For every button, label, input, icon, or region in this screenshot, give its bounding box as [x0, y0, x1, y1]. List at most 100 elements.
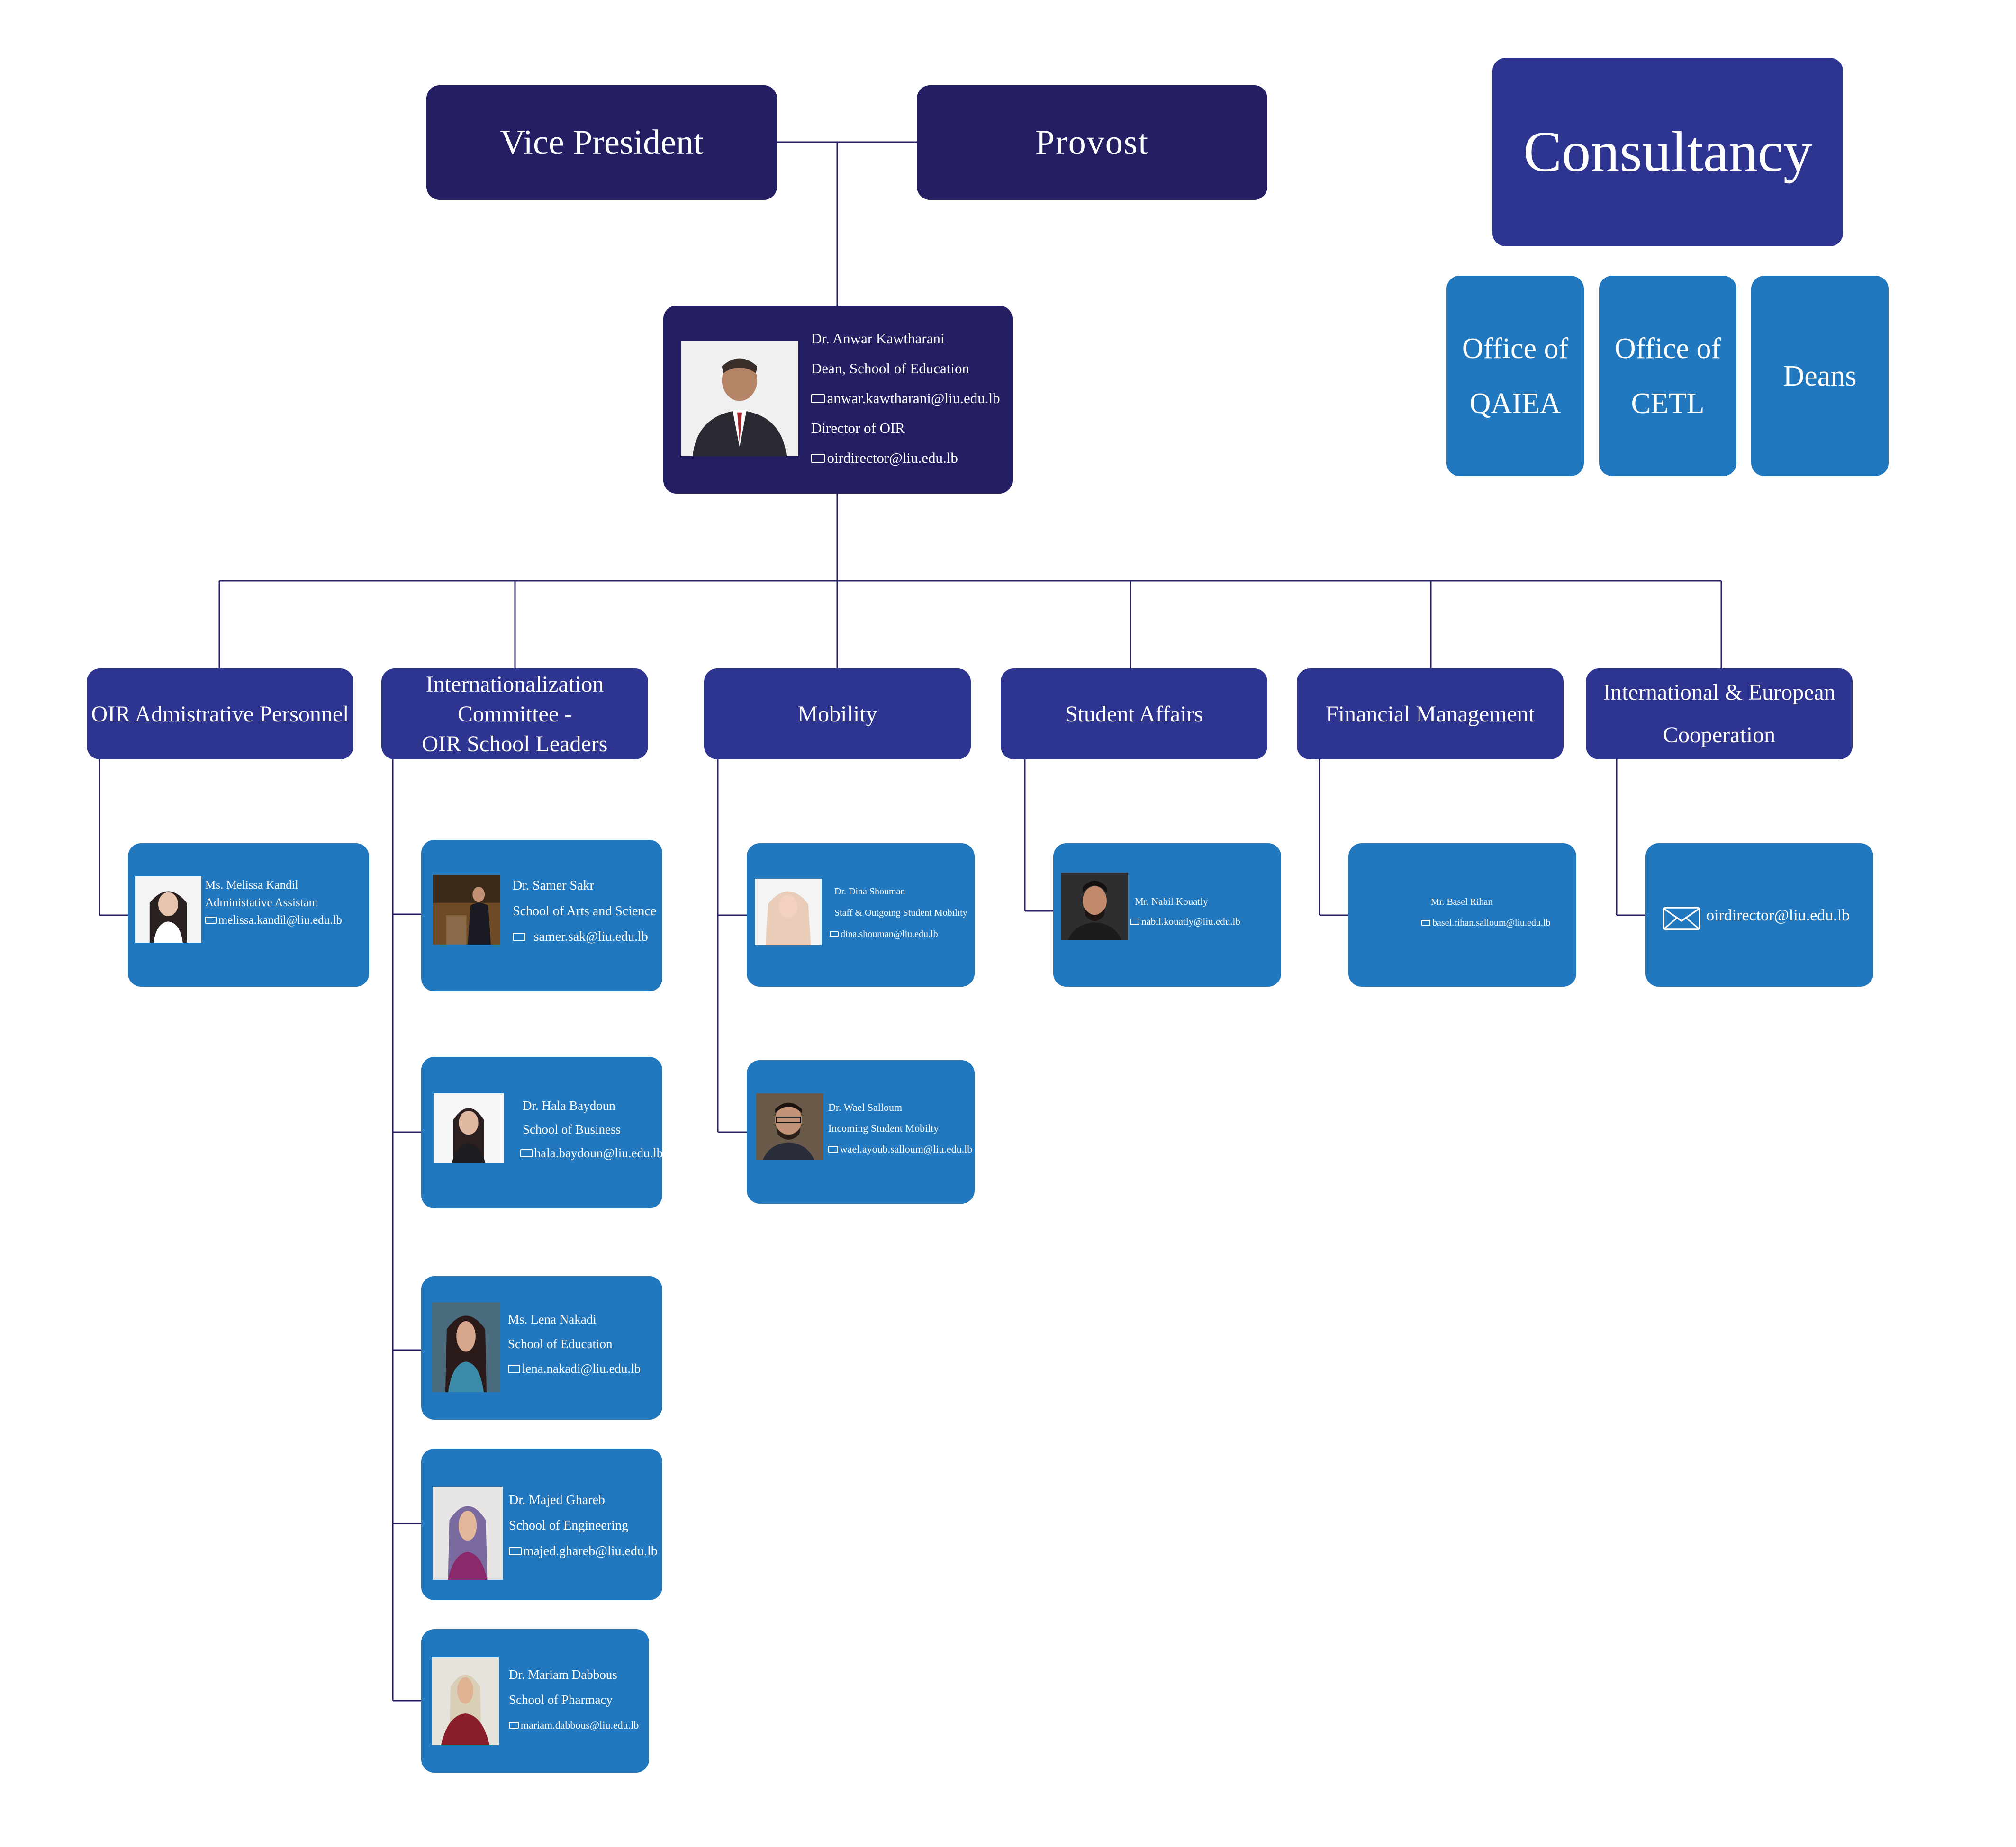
- title-mariam: School of Pharmacy: [509, 1693, 613, 1707]
- photo-nabil: [1061, 873, 1128, 940]
- card-international: oirdirector@liu.edu.lb: [1645, 843, 1873, 987]
- email-row-wael: wael.ayoub.salloum@liu.edu.lb: [828, 1139, 972, 1160]
- email-melissa[interactable]: melissa.kandil@liu.edu.lb: [218, 914, 342, 927]
- card-basel: Mr. Basel Rihan basel.rihan.salloum@liu.…: [1348, 843, 1576, 987]
- provost-box: Provost: [917, 85, 1267, 200]
- director-role-email-row: oirdirector@liu.edu.lb: [811, 443, 1000, 473]
- card-majed: Dr. Majed Ghareb School of Engineering m…: [421, 1449, 662, 1600]
- mail-icon: [509, 1722, 519, 1729]
- mail-icon: [205, 916, 217, 924]
- email-dina[interactable]: dina.shouman@liu.edu.lb: [841, 929, 938, 939]
- title-majed: School of Engineering: [509, 1518, 628, 1533]
- dept-student-affairs-label: Student Affairs: [1065, 701, 1203, 727]
- mail-icon: [830, 931, 839, 937]
- info-nabil: Mr. Nabil Kouatly nabil.kouatly@liu.edu.…: [1130, 892, 1240, 931]
- dept-mobility-box: Mobility: [704, 668, 971, 759]
- office-cetl-line1: Office of: [1614, 332, 1721, 365]
- email-row-dina: dina.shouman@liu.edu.lb: [830, 924, 967, 945]
- director-photo: [681, 341, 798, 456]
- title-lena: School of Education: [508, 1337, 613, 1351]
- mail-icon: [513, 932, 525, 941]
- director-email[interactable]: anwar.kawtharani@liu.edu.lb: [827, 390, 1000, 406]
- mail-icon: [1130, 918, 1139, 925]
- title-samer: School of Arts and Science: [513, 904, 657, 919]
- card-samer: Dr. Samer Sakr School of Arts and Scienc…: [421, 840, 662, 991]
- dept-international-line2: Cooperation: [1663, 722, 1776, 748]
- dept-financial-box: Financial Management: [1297, 668, 1564, 759]
- info-lena: Ms. Lena Nakadi School of Education lena…: [508, 1307, 641, 1381]
- title-melissa: Administative Assistant: [205, 896, 318, 909]
- consultancy-box: Consultancy: [1492, 58, 1843, 246]
- email-mariam[interactable]: mariam.dabbous@liu.edu.lb: [520, 1719, 639, 1731]
- email-row-samer: samer.sak@liu.edu.lb: [513, 924, 656, 950]
- email-row-mariam: mariam.dabbous@liu.edu.lb: [509, 1712, 639, 1738]
- envelope-icon: [1663, 907, 1700, 930]
- name-hala: Dr. Hala Baydoun: [523, 1099, 615, 1113]
- mail-icon: [509, 1547, 522, 1555]
- director-info: Dr. Anwar Kawtharani Dean, School of Edu…: [811, 324, 1000, 473]
- office-cetl-line2: CETL: [1631, 387, 1705, 420]
- info-mariam: Dr. Mariam Dabbous School of Pharmacy ma…: [509, 1662, 639, 1738]
- email-lena[interactable]: lena.nakadi@liu.edu.lb: [522, 1361, 641, 1376]
- info-wael: Dr. Wael Salloum Incoming Student Mobilt…: [828, 1097, 972, 1160]
- photo-melissa: [135, 876, 201, 943]
- card-mariam: Dr. Mariam Dabbous School of Pharmacy ma…: [421, 1629, 649, 1773]
- provost-label: Provost: [1035, 123, 1149, 162]
- email-wael[interactable]: wael.ayoub.salloum@liu.edu.lb: [840, 1143, 973, 1155]
- email-samer[interactable]: samer.sak@liu.edu.lb: [533, 929, 648, 944]
- dept-committee-line1: Internationalization: [425, 671, 604, 697]
- mail-icon: [520, 1149, 533, 1157]
- info-majed: Dr. Majed Ghareb School of Engineering m…: [509, 1487, 658, 1564]
- email-majed[interactable]: majed.ghareb@liu.edu.lb: [523, 1544, 658, 1559]
- mail-icon: [508, 1365, 520, 1373]
- email-row-melissa: melissa.kandil@liu.edu.lb: [205, 911, 342, 929]
- photo-dina: [755, 879, 822, 945]
- director-role: Director of OIR: [811, 420, 905, 436]
- dept-international-box: International & European Cooperation: [1586, 668, 1853, 759]
- photo-wael: [756, 1093, 823, 1160]
- dept-admin-label: OIR Admistrative Personnel: [91, 701, 349, 727]
- mail-icon: [828, 1146, 838, 1153]
- email-nabil[interactable]: nabil.kouatly@liu.edu.lb: [1141, 916, 1240, 927]
- director-title: Dean, School of Education: [811, 360, 970, 377]
- office-qaiea-line2: QAIEA: [1469, 387, 1561, 420]
- email-hala[interactable]: hala.baydoun@liu.edu.lb: [534, 1146, 663, 1160]
- name-melissa: Ms. Melissa Kandil: [205, 879, 298, 892]
- mail-icon: [811, 453, 825, 463]
- director-role-email[interactable]: oirdirector@liu.edu.lb: [827, 450, 958, 466]
- info-melissa: Ms. Melissa Kandil Administative Assista…: [205, 876, 342, 929]
- title-wael: Incoming Student Mobilty: [828, 1122, 939, 1134]
- office-qaiea-box: Office of QAIEA: [1446, 276, 1584, 476]
- name-dina: Dr. Dina Shouman: [834, 886, 905, 897]
- info-basel: Mr. Basel Rihan basel.rihan.salloum@liu.…: [1421, 892, 1550, 933]
- card-dina: Dr. Dina Shouman Staff & Outgoing Studen…: [747, 843, 975, 987]
- vice-president-label: Vice President: [500, 123, 704, 162]
- info-samer: Dr. Samer Sakr School of Arts and Scienc…: [513, 873, 656, 950]
- office-qaiea-line1: Office of: [1462, 332, 1569, 365]
- email-international[interactable]: oirdirector@liu.edu.lb: [1706, 907, 1850, 924]
- email-row-lena: lena.nakadi@liu.edu.lb: [508, 1356, 641, 1381]
- dept-committee-box: Internationalization Committee - OIR Sch…: [381, 668, 648, 759]
- dept-committee-line2: Committee -: [457, 701, 572, 727]
- name-lena: Ms. Lena Nakadi: [508, 1312, 597, 1326]
- office-cetl-box: Office of CETL: [1599, 276, 1736, 476]
- photo-majed: [433, 1487, 503, 1580]
- email-row-basel: basel.rihan.salloum@liu.edu.lb: [1421, 912, 1550, 933]
- info-dina: Dr. Dina Shouman Staff & Outgoing Studen…: [830, 881, 967, 945]
- name-samer: Dr. Samer Sakr: [513, 878, 594, 893]
- name-wael: Dr. Wael Salloum: [828, 1101, 903, 1113]
- email-row-nabil: nabil.kouatly@liu.edu.lb: [1130, 911, 1240, 931]
- name-basel: Mr. Basel Rihan: [1431, 897, 1493, 907]
- email-basel[interactable]: basel.rihan.salloum@liu.edu.lb: [1432, 918, 1551, 928]
- name-mariam: Dr. Mariam Dabbous: [509, 1667, 617, 1682]
- director-email-row: anwar.kawtharani@liu.edu.lb: [811, 383, 1000, 413]
- card-nabil: Mr. Nabil Kouatly nabil.kouatly@liu.edu.…: [1053, 843, 1281, 987]
- card-hala: Dr. Hala Baydoun School of Business hala…: [421, 1057, 663, 1208]
- vice-president-box: Vice President: [426, 85, 777, 200]
- dept-financial-label: Financial Management: [1325, 701, 1535, 727]
- photo-hala: [434, 1093, 504, 1163]
- card-melissa: Ms. Melissa Kandil Administative Assista…: [128, 843, 369, 987]
- name-majed: Dr. Majed Ghareb: [509, 1493, 605, 1507]
- email-row-majed: majed.ghareb@liu.edu.lb: [509, 1539, 658, 1564]
- mail-icon: [1421, 919, 1430, 926]
